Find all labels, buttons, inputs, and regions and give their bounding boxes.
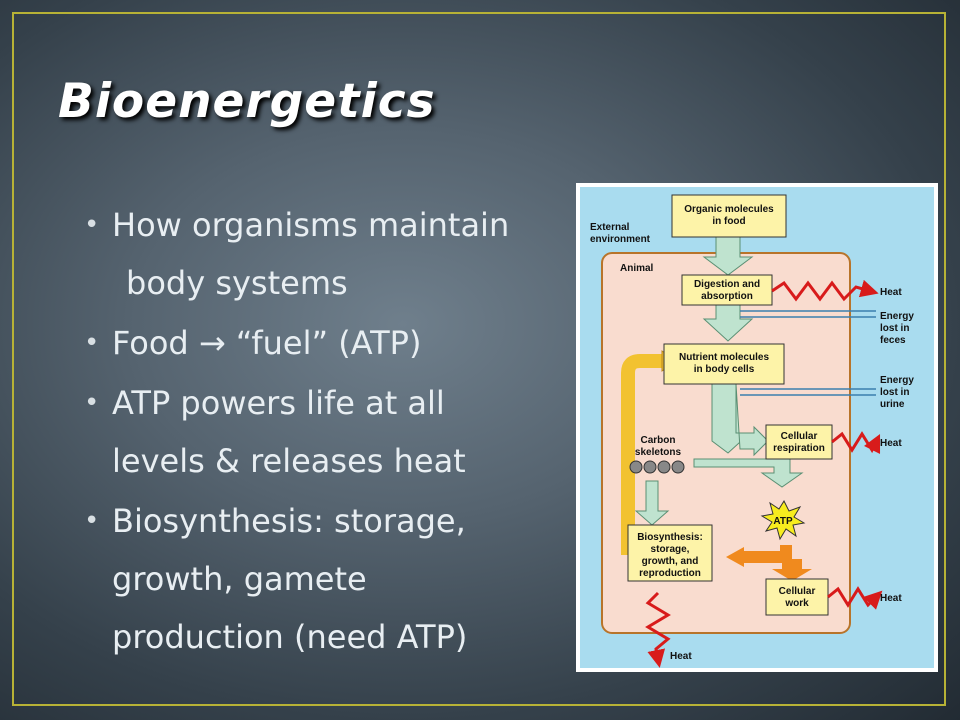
bullet-list: • How organisms maintain body systems • … bbox=[84, 196, 574, 668]
heat-label: Heat bbox=[880, 593, 902, 604]
box-biosynthesis bbox=[627, 524, 713, 582]
carbon-bead bbox=[629, 460, 643, 474]
bullet-text: “fuel” (ATP) bbox=[235, 324, 422, 362]
bullet-icon: • bbox=[84, 328, 100, 358]
animal-label: Animal bbox=[620, 263, 654, 274]
heat-arrow bbox=[831, 431, 881, 455]
arrow-right-icon: → bbox=[198, 324, 226, 362]
box-label: storage, bbox=[651, 544, 690, 555]
bullet-icon: • bbox=[84, 210, 100, 240]
flow-arrow bbox=[702, 236, 754, 276]
heat-arrow bbox=[827, 586, 883, 610]
carbon-bead bbox=[643, 460, 657, 474]
carbon-bead bbox=[657, 460, 671, 474]
atp-arrow bbox=[742, 545, 792, 563]
box-organic-molecules bbox=[671, 194, 787, 238]
box-label: respiration bbox=[773, 443, 825, 454]
bullet-text: body systems bbox=[126, 264, 348, 302]
heat-label: Heat bbox=[880, 287, 902, 298]
energy-lost-label: urine bbox=[880, 399, 905, 410]
heat-arrow bbox=[645, 591, 671, 668]
energy-lost-label: lost in bbox=[880, 387, 909, 398]
bullet-text: production (need ATP) bbox=[112, 618, 468, 656]
bullet-icon: • bbox=[84, 506, 100, 536]
bullet-text: ATP powers life at all bbox=[112, 384, 445, 422]
box-label: Biosynthesis: bbox=[637, 532, 703, 543]
box-label: absorption bbox=[701, 291, 753, 302]
energy-flow-diagram: External environment Animal bbox=[576, 183, 938, 672]
box-label: Digestion and bbox=[694, 279, 760, 290]
atp-starburst bbox=[760, 499, 806, 541]
heat-arrow bbox=[771, 279, 879, 302]
flow-arrow bbox=[702, 304, 754, 342]
atp-arrow-down bbox=[772, 559, 812, 581]
atp-arrow-head bbox=[726, 547, 744, 567]
flow-arrow bbox=[634, 480, 670, 526]
box-nutrient-molecules bbox=[663, 343, 785, 385]
bullet-text: levels & releases heat bbox=[112, 442, 466, 480]
box-cellular-work bbox=[765, 578, 829, 616]
box-label: Cellular bbox=[781, 431, 818, 442]
bullet-icon: • bbox=[84, 388, 100, 418]
slide-title: Bioenergetics bbox=[58, 74, 436, 129]
box-label: reproduction bbox=[639, 568, 701, 579]
box-label: work bbox=[784, 598, 809, 609]
atp-label: ATP bbox=[773, 516, 793, 527]
external-environment-label: External bbox=[590, 222, 630, 233]
energy-lost-label: Energy bbox=[880, 311, 914, 322]
energy-lost-label: lost in bbox=[880, 323, 909, 334]
box-label: Organic molecules bbox=[684, 204, 774, 215]
carbon-bead bbox=[671, 460, 685, 474]
bullet-item: • Food → “fuel” (ATP) bbox=[84, 314, 574, 372]
bullet-item: • How organisms maintain body systems bbox=[84, 196, 574, 312]
flow-arrow bbox=[693, 458, 804, 488]
bullet-item: • ATP powers life at all levels & releas… bbox=[84, 374, 574, 490]
carbon-skeletons-label: skeletons bbox=[635, 447, 682, 458]
box-label: in body cells bbox=[694, 364, 755, 375]
box-label: growth, and bbox=[642, 556, 699, 567]
box-label: Cellular bbox=[779, 586, 816, 597]
box-label: Nutrient molecules bbox=[679, 352, 769, 363]
energy-lost-label: Energy bbox=[880, 375, 914, 386]
box-cellular-respiration bbox=[765, 424, 833, 460]
heat-label: Heat bbox=[880, 438, 902, 449]
heat-label: Heat bbox=[670, 651, 692, 662]
bullet-text: Biosynthesis: storage, bbox=[112, 502, 466, 540]
bullet-text: growth, gamete bbox=[112, 560, 367, 598]
carbon-skeletons-label: Carbon bbox=[641, 435, 676, 446]
energy-lost-label: feces bbox=[880, 335, 906, 346]
bullet-text: Food bbox=[112, 324, 189, 362]
bullet-text: How organisms maintain bbox=[112, 206, 510, 244]
recycle-arrow bbox=[621, 354, 662, 555]
external-environment-label: environment bbox=[590, 234, 651, 245]
bullet-item: • Biosynthesis: storage, growth, gamete … bbox=[84, 492, 574, 666]
box-label: in food bbox=[712, 216, 745, 227]
